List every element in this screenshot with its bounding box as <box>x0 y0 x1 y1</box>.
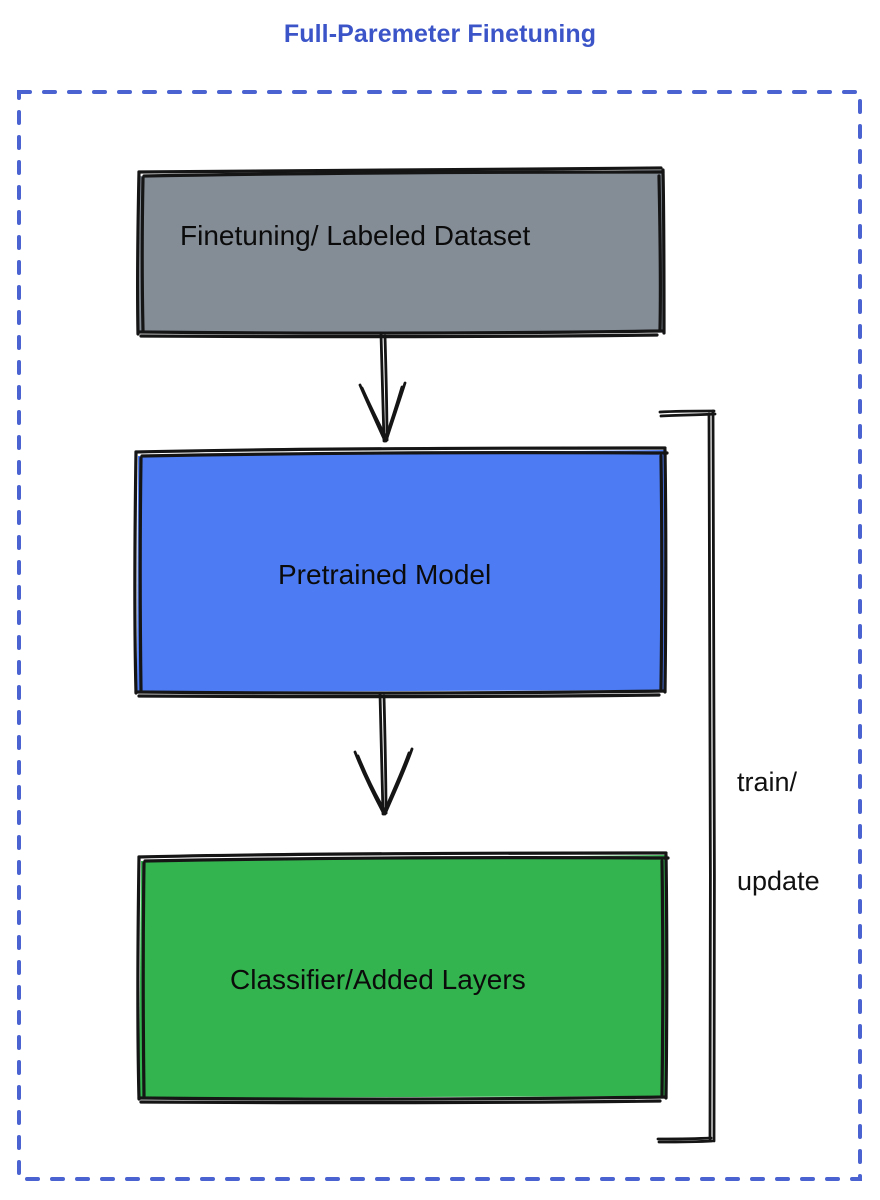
edge-feedback-label-line1: train/ <box>737 766 798 797</box>
edge-feedback-label: train/ update <box>737 700 820 964</box>
edge-model-to-classifier <box>353 692 414 816</box>
edge-dataset-to-model <box>358 332 407 443</box>
page-title: Full-Paremeter Finetuning <box>283 20 597 48</box>
node-dataset[interactable] <box>135 166 666 339</box>
edge-feedback-label-line2: update <box>737 865 820 896</box>
node-pretrained-model[interactable] <box>133 446 669 699</box>
edge-classifier-to-model-feedback <box>656 409 717 1144</box>
full-parameter-finetuning-frame <box>17 90 862 1181</box>
node-classifier[interactable] <box>136 851 670 1105</box>
